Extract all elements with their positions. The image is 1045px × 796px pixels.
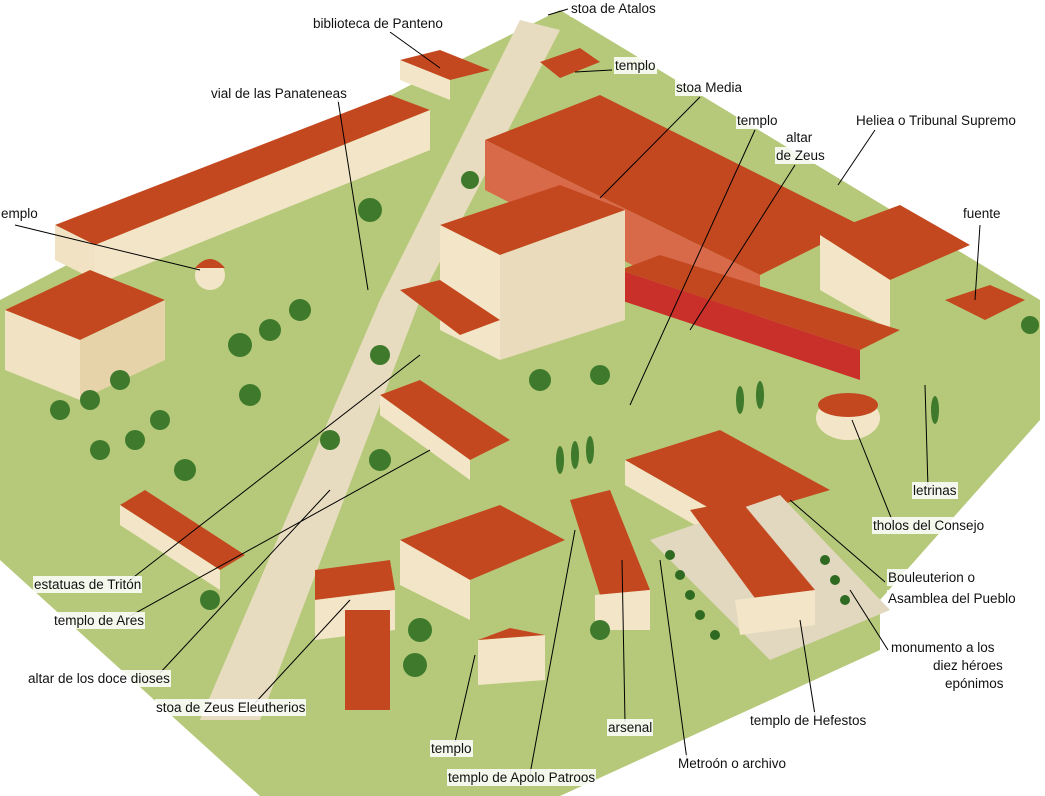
building-left-stoa-body [120, 505, 220, 590]
building-stoa-atalos-roof [55, 95, 430, 245]
label-altar-doce-dioses: altar de los doce dioses [27, 670, 171, 687]
label-estatuas-triton: estatuas de Tritón [33, 576, 143, 593]
label-vial-panateneas: vial de las Panateneas [210, 85, 348, 102]
panathenaic-way [200, 20, 560, 720]
building-odeon-side [500, 210, 625, 360]
label-templo-left: emplo [0, 205, 39, 222]
building-arsenal-roof [570, 490, 650, 595]
building-stoa-media-roof [485, 95, 860, 275]
label-bouleuterion-1: Bouleuterion o [887, 569, 977, 586]
building-fountain [945, 285, 1025, 320]
building-apolo-roof [400, 505, 565, 580]
building-left-wall [5, 310, 80, 400]
building-stoa-atalos-wall [55, 225, 95, 280]
label-stoa-media: stoa Media [675, 79, 744, 96]
building-temple-ares-body [380, 395, 470, 480]
label-monumento-1: monumento a los [890, 639, 996, 656]
building-eleutherios-roof [315, 560, 395, 600]
label-arsenal: arsenal [607, 719, 654, 736]
label-templo-ares: templo de Ares [53, 612, 146, 629]
building-library-roof [400, 50, 490, 80]
building-left-roof [5, 270, 165, 340]
building-south-stoa-roof [620, 255, 900, 350]
leader-lines [14, 8, 981, 775]
label-biblioteca-panteno: biblioteca de Panteno [312, 15, 444, 32]
label-templo-hefestos: templo de Hefestos [749, 712, 868, 729]
label-stoa-zeus-eleutherios: stoa de Zeus Eleutherios [155, 699, 307, 716]
building-library-body [400, 60, 450, 100]
label-monumento-2: diez héroes [932, 657, 1004, 674]
label-heliea: Heliea o Tribunal Supremo [855, 112, 1017, 129]
building-left-front [80, 300, 165, 400]
label-templo-bottom: templo [430, 740, 473, 757]
building-temple-top [540, 48, 600, 78]
label-bouleuterion-2: Asamblea del Pueblo [887, 590, 1017, 607]
hefestos-garden-trees [665, 550, 850, 640]
building-eleutherios-wing [345, 610, 390, 710]
building-small-temple-roof [478, 628, 545, 640]
label-templo-apolo: templo de Apolo Patroos [447, 769, 597, 786]
label-letrinas: letrinas [912, 482, 958, 499]
building-south-stoa-front [620, 270, 860, 380]
building-odeon-roof [440, 185, 625, 255]
label-tholos: tholos del Consejo [872, 517, 986, 534]
label-altar-zeus-1: altar [785, 129, 814, 146]
building-apolo-body [400, 540, 470, 620]
label-stoa-atalos: stoa de Atalos [570, 0, 657, 17]
building-left-stoa-roof [120, 490, 245, 570]
building-hefestos-body [735, 590, 815, 635]
label-fuente: fuente [962, 205, 1002, 222]
building-odeon-porch [400, 280, 500, 335]
trees [50, 171, 1039, 677]
building-tholos-roof [818, 393, 878, 417]
label-templo-top: templo [614, 57, 657, 74]
label-altar-zeus-2: de Zeus [775, 147, 826, 164]
label-monumento-3: epónimos [944, 675, 1005, 692]
label-metroon: Metroón o archivo [677, 755, 788, 772]
building-hefestos-roof [690, 500, 815, 605]
label-templo-mid: templo [736, 112, 779, 129]
building-heliea-wall [820, 235, 890, 330]
building-temple-ares-roof [380, 380, 510, 460]
building-small-temple [478, 635, 545, 685]
building-heliea-roof [820, 205, 970, 280]
